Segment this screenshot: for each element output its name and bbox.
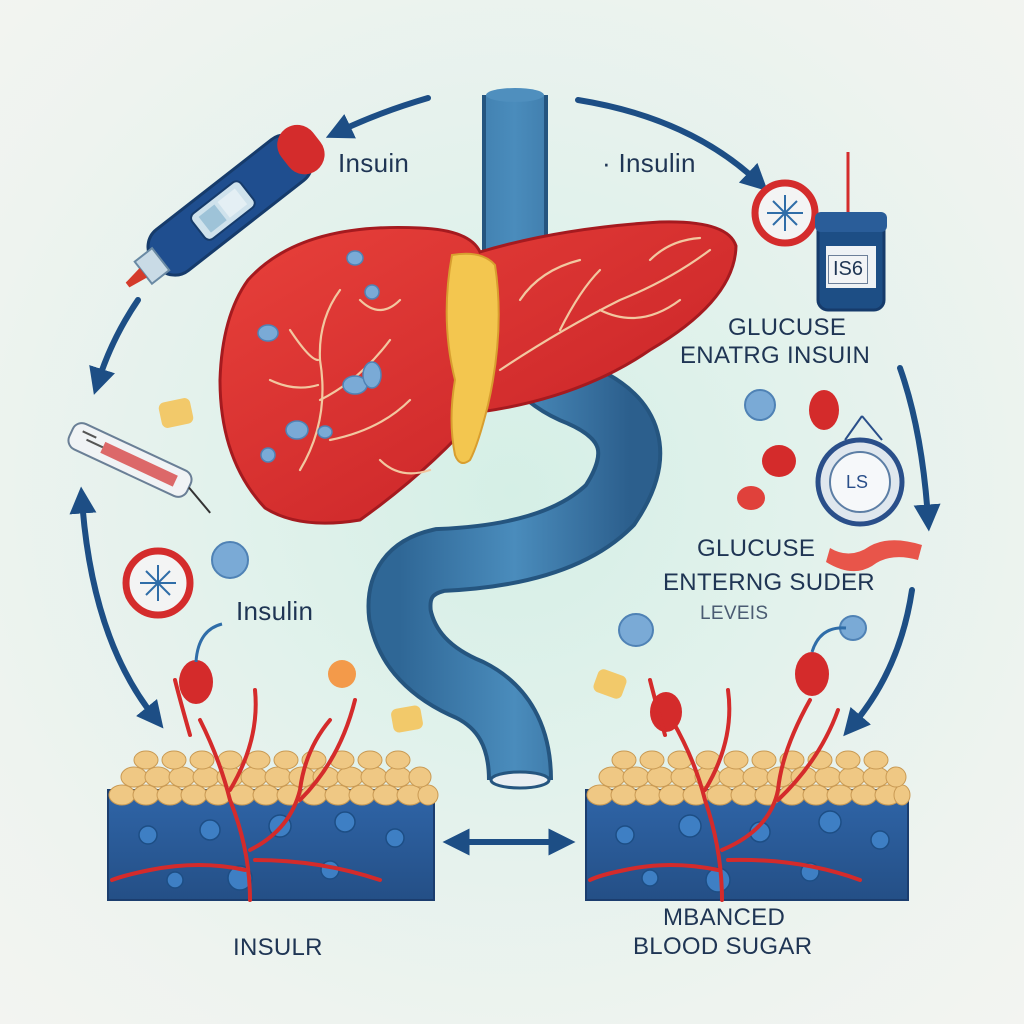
insulin-pen-icon	[125, 124, 325, 288]
tissue-block-right	[585, 678, 911, 902]
label-bottom-left: INSULR	[233, 934, 323, 961]
label-insulin-mid-left: Insulin	[236, 596, 314, 626]
arrow-top-left	[325, 95, 431, 139]
arrow-right-upper	[897, 365, 941, 532]
label-glucose-entering-1-line1: GLUCUSE	[728, 314, 847, 341]
timer-icon-right	[751, 152, 850, 247]
liver	[218, 220, 738, 525]
glucose-meter-icon	[815, 415, 905, 527]
liver-vessels	[268, 236, 712, 475]
label-glucose-entering-2-line2: ENTERNG SUDER	[663, 569, 875, 596]
lancet-drop	[211, 541, 249, 579]
label-glucose-entering-2-line3: LEVEIS	[700, 603, 769, 624]
cycle-arrows	[69, 95, 941, 856]
label-insulin-top-left: Insuin	[338, 148, 410, 178]
label-insulin-top-right: · Insulin	[602, 148, 696, 178]
ribbon	[826, 540, 922, 572]
vial-label: IS6	[828, 255, 869, 284]
arrow-left-lower	[69, 486, 164, 729]
label-glucose-entering-2-line1: GLUCUSE	[697, 535, 816, 562]
label-bottom-right-line2: BLOOD SUGAR	[633, 933, 813, 960]
blood-cells	[158, 389, 867, 733]
glucose-test-strip-icon	[67, 422, 211, 514]
label-glucose-entering-1-line2: ENATRG INSUIN	[680, 342, 871, 369]
timer-icon-left	[122, 547, 194, 619]
blood-vessel	[366, 88, 663, 790]
arrow-top-right	[575, 97, 768, 192]
arrow-right-lower	[843, 587, 915, 737]
insulin-particles	[257, 250, 382, 463]
arrow-left-upper	[89, 297, 141, 395]
gauge-label: LS	[846, 472, 869, 492]
label-bottom-right-line1: MBANCED	[663, 904, 786, 931]
tissue-block-left	[107, 678, 439, 902]
